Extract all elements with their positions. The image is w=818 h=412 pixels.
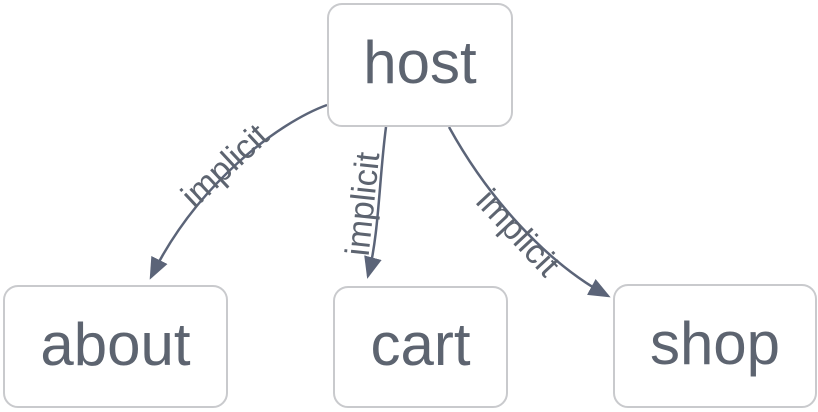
edge-host-about[interactable] [149,103,328,280]
node-cart-label: cart [370,311,471,378]
node-about[interactable]: about [3,285,228,408]
node-host-label: host [363,29,477,96]
node-shop-label: shop [649,310,781,377]
node-about-label: about [40,310,191,378]
edge-host-shop[interactable] [447,126,611,298]
edge-host-cart[interactable] [364,126,388,279]
node-host[interactable]: host [327,3,513,127]
node-shop[interactable]: shop [613,284,817,408]
node-cart[interactable]: cart [333,286,508,408]
